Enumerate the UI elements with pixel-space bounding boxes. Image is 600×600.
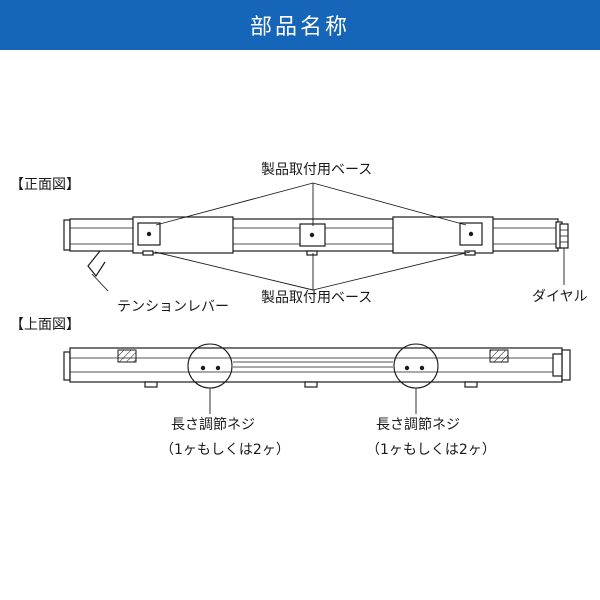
hatch-block-right xyxy=(489,349,509,363)
front-view-heading: 【正面図】 xyxy=(10,177,80,193)
label-base-bottom: 製品取付用ベース xyxy=(261,290,373,306)
front-screw-dots xyxy=(146,231,474,238)
label-screw-right-1: 長さ調節ネジ xyxy=(376,417,460,433)
header-bar: 部品名称 xyxy=(0,0,600,50)
front-leader-lines xyxy=(91,182,565,292)
label-tension-lever: テンションレバー xyxy=(117,299,229,315)
top-left-end-cap xyxy=(63,351,71,381)
top-view-rod xyxy=(63,347,571,388)
label-base-top: 製品取付用ベース xyxy=(261,162,373,178)
page-title: 部品名称 xyxy=(249,15,350,40)
hatch-block-left xyxy=(117,349,137,363)
left-end-cap xyxy=(63,219,71,251)
top-view-heading: 【上面図】 xyxy=(10,317,80,333)
label-screw-left-1: 長さ調節ネジ xyxy=(171,417,255,433)
top-leader-lines xyxy=(209,388,417,414)
top-main-rod xyxy=(69,347,563,383)
label-dial: ダイヤル xyxy=(532,289,588,305)
label-screw-right-2: （1ヶもしくは2ヶ） xyxy=(366,442,496,458)
top-dial xyxy=(561,349,571,381)
lever-leader xyxy=(91,273,109,292)
label-screw-left-2: （1ヶもしくは2ヶ） xyxy=(160,442,290,458)
tension-lever xyxy=(87,250,106,278)
front-view-rod xyxy=(63,216,569,278)
